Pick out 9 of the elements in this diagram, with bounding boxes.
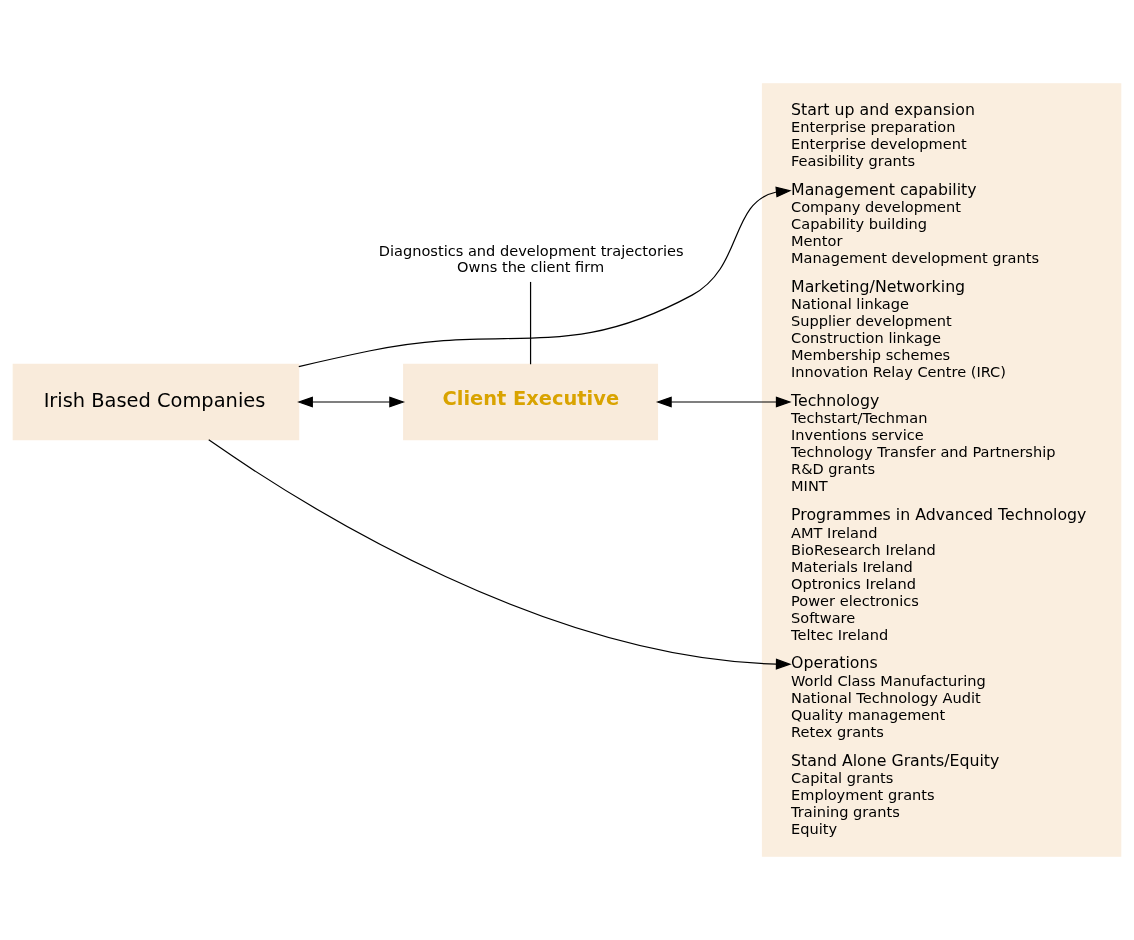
- arrow: [655, 396, 792, 408]
- node-text: Diagnostics and development trajectories Owns the client firm: [378, 241, 684, 275]
- arrow: [297, 396, 406, 408]
- node-box: Start up and expansion Enterprise preparation Enterprise development Feasibility grants Management capability Company development Capability building Mentor Management development grants Marketing/Networking National linkage Supplier development Construction linkage Membership schemes Innovation Relay Centre (IRC) Technology Techstart/Techman Inventions service Technology Transfer and Partnership R&D grants MINT Programmes in Advanced Technology AMT Ireland BioResearch Ireland Materials Ireland Optronics Ireland Power electronics Software Teltec Ireland Operations World Class Manufacturing National Technology Audit Quality management Retex grants Stand Alone Grants/Equity Capital grants Employment grants Training grants Equity: [761, 83, 1122, 857]
- arrow: [208, 439, 792, 670]
- node-box: Irish Based Companies: [12, 363, 300, 441]
- node-box: Client Executive: [403, 363, 659, 441]
- arrow: [298, 186, 792, 368]
- connector: [529, 281, 532, 365]
